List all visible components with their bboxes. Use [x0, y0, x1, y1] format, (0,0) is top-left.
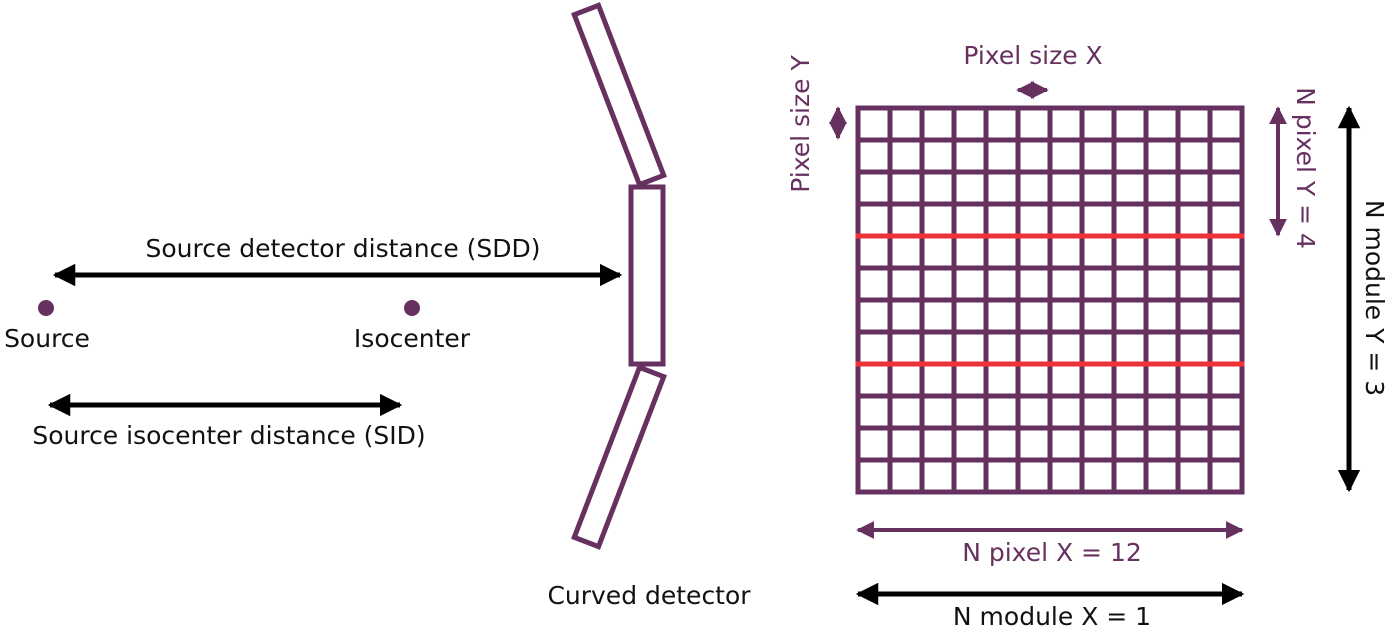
curved-detector [571, 2, 667, 550]
detector-module-top [571, 2, 667, 188]
pixel-size-x-label: Pixel size X [963, 41, 1102, 70]
n-module-y-label: N module Y = 3 [1360, 200, 1387, 396]
detector-module-bottom [571, 364, 667, 550]
curved-detector-label: Curved detector [547, 581, 751, 610]
pixel-grid [855, 105, 1245, 495]
isocenter-point [404, 300, 420, 316]
source-point [38, 300, 54, 316]
pixel-size-y-label: Pixel size Y [786, 55, 815, 193]
n-pixel-x-label: N pixel X = 12 [962, 538, 1142, 567]
sid-label: Source isocenter distance (SID) [32, 421, 425, 450]
source-label: Source [4, 324, 90, 353]
isocenter-label: Isocenter [354, 324, 471, 353]
n-module-x-label: N module X = 1 [953, 602, 1151, 631]
n-pixel-y-label: N pixel Y = 4 [1291, 87, 1320, 249]
detector-module-middle [628, 184, 666, 367]
sdd-label: Source detector distance (SDD) [145, 234, 540, 263]
